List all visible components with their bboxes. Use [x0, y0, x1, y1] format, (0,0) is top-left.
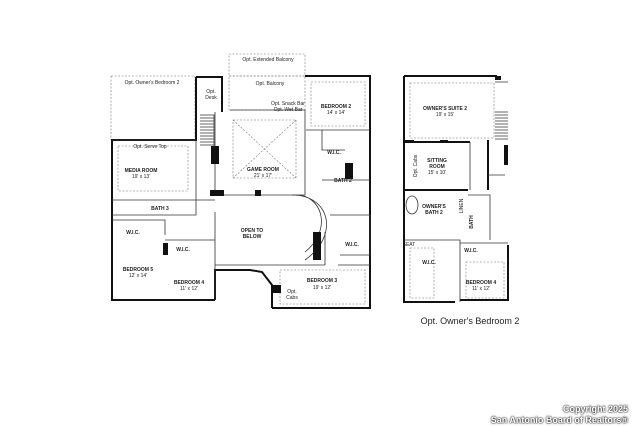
label-wic-bedroom-3: W.I.C.	[345, 242, 359, 248]
alt-plan-caption: Opt. Owner's Bedroom 2	[420, 316, 520, 326]
label-bedroom-4-size: 11' x 12'	[180, 286, 198, 292]
label-opt-cabs: Opt.	[287, 289, 296, 295]
label-opt-serve-top: Opt. Serve Top	[133, 144, 166, 150]
label-owners: OWNER'S	[422, 204, 446, 210]
label-bedroom-3: BEDROOM 3	[307, 278, 338, 284]
label-bath-2-alt: BATH 2	[425, 210, 443, 216]
label-owners-suite-2-size: 19' x 15'	[436, 112, 454, 118]
label-wic-bedroom-2: W.I.C.	[327, 150, 341, 156]
label-opt-balcony: Opt. Balcony	[256, 81, 285, 87]
label-bath-2: BATH 2	[334, 178, 352, 184]
label-media-room: MEDIA ROOM	[125, 168, 158, 174]
label-bedroom-2-size: 14' x 14'	[327, 110, 345, 116]
label-sitting: SITTING	[427, 158, 447, 164]
main-floor-plan	[110, 53, 371, 309]
label-bedroom-3-size: 19' x 12'	[313, 285, 331, 291]
alt-floor-plan	[403, 75, 509, 303]
label-open-to: OPEN TO	[241, 228, 264, 234]
label-linen: LINEN	[459, 198, 465, 213]
label-bedroom-4-alt: BEDROOM 4	[466, 280, 497, 286]
label-bath-3: BATH 3	[151, 206, 169, 212]
label-opt-cabs-alt: Opt. Cabs	[413, 154, 419, 177]
label-opt-cabs-2: Cabs	[286, 295, 298, 301]
label-bedroom-2: BEDROOM 2	[321, 104, 352, 110]
label-owners-suite-2: OWNER'S SUITE 2	[423, 106, 467, 112]
label-bedroom-4-alt-size: 11' x 12'	[472, 286, 490, 292]
alt-plan-labels: OWNER'S SUITE 2 19' x 15' SITTING ROOM 1…	[403, 106, 497, 292]
label-sitting-room-size: 15' x 10'	[428, 170, 446, 176]
label-opt-desk: Opt.	[206, 89, 215, 95]
label-room: ROOM	[429, 164, 445, 170]
label-wic-owners: W.I.C.	[422, 260, 436, 266]
label-bath: BATH	[469, 215, 475, 229]
label-opt-wet-bar: Opt. Wet Bar	[274, 107, 303, 113]
label-opt-extended-balcony: Opt. Extended Balcony	[242, 57, 294, 63]
label-opt-desk-2: Desk	[205, 95, 217, 101]
label-opt-snack-bar: Opt. Snack Bar	[271, 101, 305, 107]
label-below: BELOW	[243, 234, 262, 240]
label-bedroom-5: BEDROOM 5	[123, 267, 154, 273]
label-bedroom-5-size: 12' x 14'	[129, 273, 147, 279]
copyright-watermark: Copyright 2025 San Antonio Board of Real…	[491, 404, 628, 426]
label-bedroom-4: BEDROOM 4	[174, 280, 205, 286]
copyright-owner: San Antonio Board of Realtors®	[490, 415, 628, 425]
copyright-line: Copyright 2025	[562, 404, 628, 414]
label-opt-owners-bedroom-2: Opt. Owner's Bedroom 2	[125, 80, 180, 86]
label-wic-bedroom-5: W.I.C.	[126, 230, 140, 236]
label-wic-bedroom-4: W.I.C.	[176, 247, 190, 253]
label-game-room: GAME ROOM	[247, 167, 279, 173]
label-wic-bedroom-4-alt: W.I.C.	[464, 248, 478, 254]
label-seat: SEAT	[403, 242, 416, 248]
main-plan-labels: Opt. Extended Balcony Opt. Owner's Bedro…	[123, 57, 360, 301]
label-game-room-size: 21' x 17'	[254, 173, 272, 179]
label-media-room-size: 19' x 13'	[132, 174, 150, 180]
